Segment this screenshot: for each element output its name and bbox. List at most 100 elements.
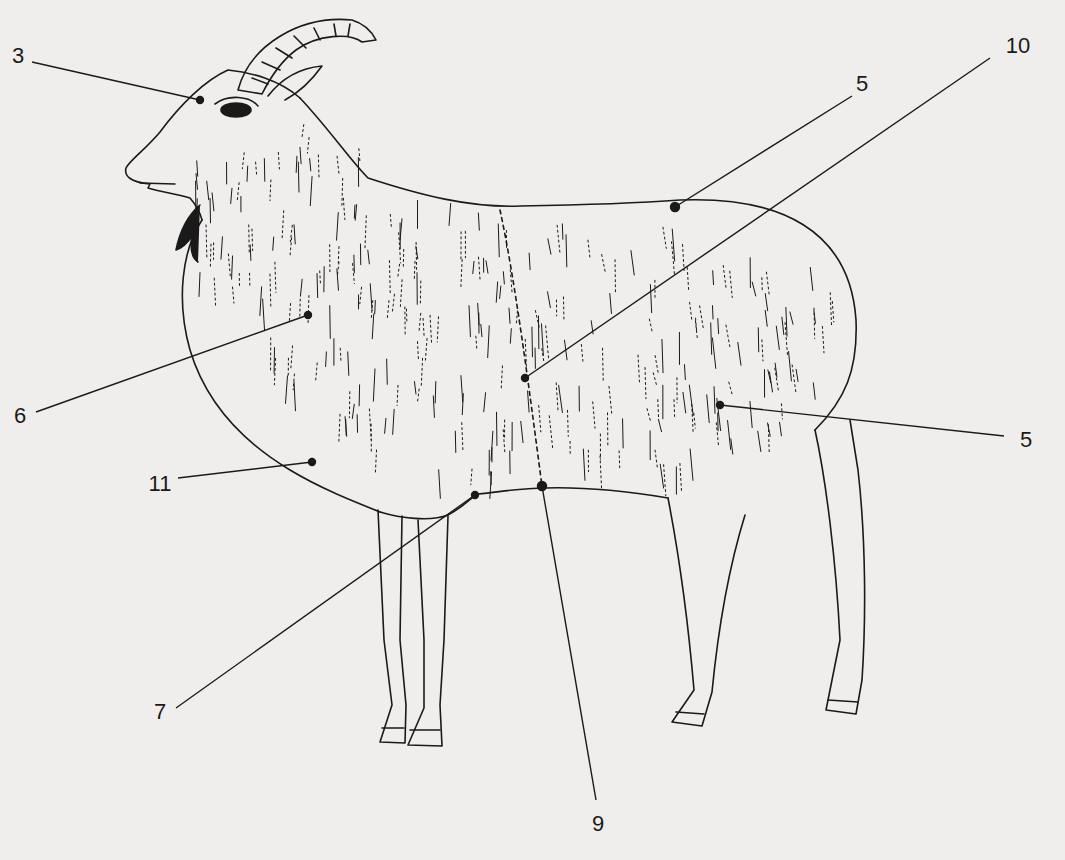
hair-stroke	[195, 181, 196, 210]
hair-stroke	[766, 272, 769, 295]
girth-line	[500, 210, 542, 486]
leader-dot	[717, 402, 724, 409]
hair-stroke	[762, 340, 763, 361]
hair-stroke	[488, 326, 490, 358]
hair-stroke	[373, 369, 375, 401]
hair-stroke	[404, 307, 405, 336]
hair-stroke	[372, 314, 373, 339]
hair-stroke	[489, 450, 490, 475]
hair-stroke	[764, 370, 765, 397]
hair-stroke	[731, 439, 733, 454]
hair-stroke	[250, 245, 252, 260]
hind-leg	[815, 420, 865, 714]
hair-stroke	[588, 240, 590, 259]
hair-stroke	[269, 274, 271, 306]
hair-stroke	[290, 238, 292, 255]
hair-stroke	[307, 138, 309, 154]
leader-line	[32, 62, 200, 100]
hair-stroke	[375, 450, 376, 473]
hair-stroke	[392, 294, 394, 311]
hair-stroke	[509, 451, 510, 474]
hair-stroke	[269, 180, 271, 201]
hair-stroke	[600, 434, 601, 459]
hair-stroke	[602, 255, 606, 274]
body-outline	[300, 98, 856, 430]
hair-stroke	[214, 278, 215, 307]
hair-stroke	[593, 402, 595, 428]
leader-line	[675, 96, 852, 207]
hair-stroke	[323, 267, 324, 292]
hair-stroke	[690, 302, 692, 319]
hair-stroke	[240, 197, 241, 212]
hair-stroke	[602, 348, 604, 380]
hair-stroke	[570, 441, 571, 454]
hair-stroke	[397, 385, 399, 405]
hair-stroke	[496, 282, 497, 302]
callout-number: 7	[154, 701, 166, 723]
leader-line	[542, 486, 596, 800]
hair-stroke	[775, 363, 777, 377]
hair-stroke	[437, 317, 438, 342]
hair-stroke	[496, 412, 497, 445]
hair-stroke	[680, 463, 682, 491]
front-leg	[378, 510, 406, 743]
hair-stroke	[461, 376, 463, 402]
hair-stroke	[676, 467, 677, 494]
hair-stroke	[615, 260, 616, 293]
hair-stroke	[503, 430, 505, 455]
hair-stroke	[619, 451, 621, 468]
hair-stroke	[341, 178, 343, 205]
hair-stroke	[813, 383, 815, 399]
hair-stroke	[263, 299, 265, 331]
hair-stroke	[469, 306, 470, 337]
hair-stroke	[231, 256, 233, 279]
hair-strokes	[196, 125, 834, 499]
hair-stroke	[329, 245, 330, 272]
hair-stroke	[233, 287, 234, 303]
hair-stroke	[758, 328, 759, 352]
hair-stroke	[251, 229, 253, 251]
hair-stroke	[512, 422, 513, 450]
hair-stroke	[455, 431, 456, 452]
hair-stroke	[479, 257, 481, 281]
hair-stroke	[355, 205, 356, 221]
hair-stroke	[539, 405, 541, 431]
hair-stroke	[752, 282, 756, 296]
hair-stroke	[650, 285, 651, 313]
hair-stroke	[832, 301, 833, 322]
leader-dot	[305, 312, 312, 319]
hair-stroke	[830, 293, 831, 326]
callout-number: 6	[14, 405, 26, 427]
callout-number: 9	[592, 813, 604, 835]
hair-stroke	[528, 391, 530, 412]
hair-stroke	[337, 262, 338, 275]
hair-stroke	[768, 370, 771, 383]
hair-stroke	[264, 159, 265, 182]
hair-stroke	[676, 378, 677, 403]
hair-stroke	[400, 280, 402, 307]
hair-stroke	[822, 326, 824, 352]
hair-stroke	[239, 273, 240, 288]
hair-stroke	[337, 269, 339, 290]
hair-stroke	[510, 329, 511, 344]
hair-stroke	[385, 418, 386, 433]
hair-stroke	[339, 414, 340, 441]
hair-stroke	[398, 264, 400, 278]
hair-stroke	[506, 230, 507, 247]
hair-stroke	[360, 287, 362, 303]
hair-stroke	[473, 261, 474, 273]
hair-stroke	[302, 125, 304, 139]
hair-stroke	[294, 225, 295, 244]
callout-number: 11	[149, 473, 172, 495]
hair-stroke	[690, 449, 693, 480]
hair-stroke	[298, 162, 300, 192]
hair-stroke	[212, 193, 214, 211]
hair-stroke	[460, 232, 461, 262]
leader-dot	[197, 97, 204, 104]
hair-stroke	[272, 237, 274, 250]
hair-stroke	[559, 385, 563, 412]
hair-stroke	[548, 239, 551, 254]
hair-stroke	[319, 271, 321, 285]
